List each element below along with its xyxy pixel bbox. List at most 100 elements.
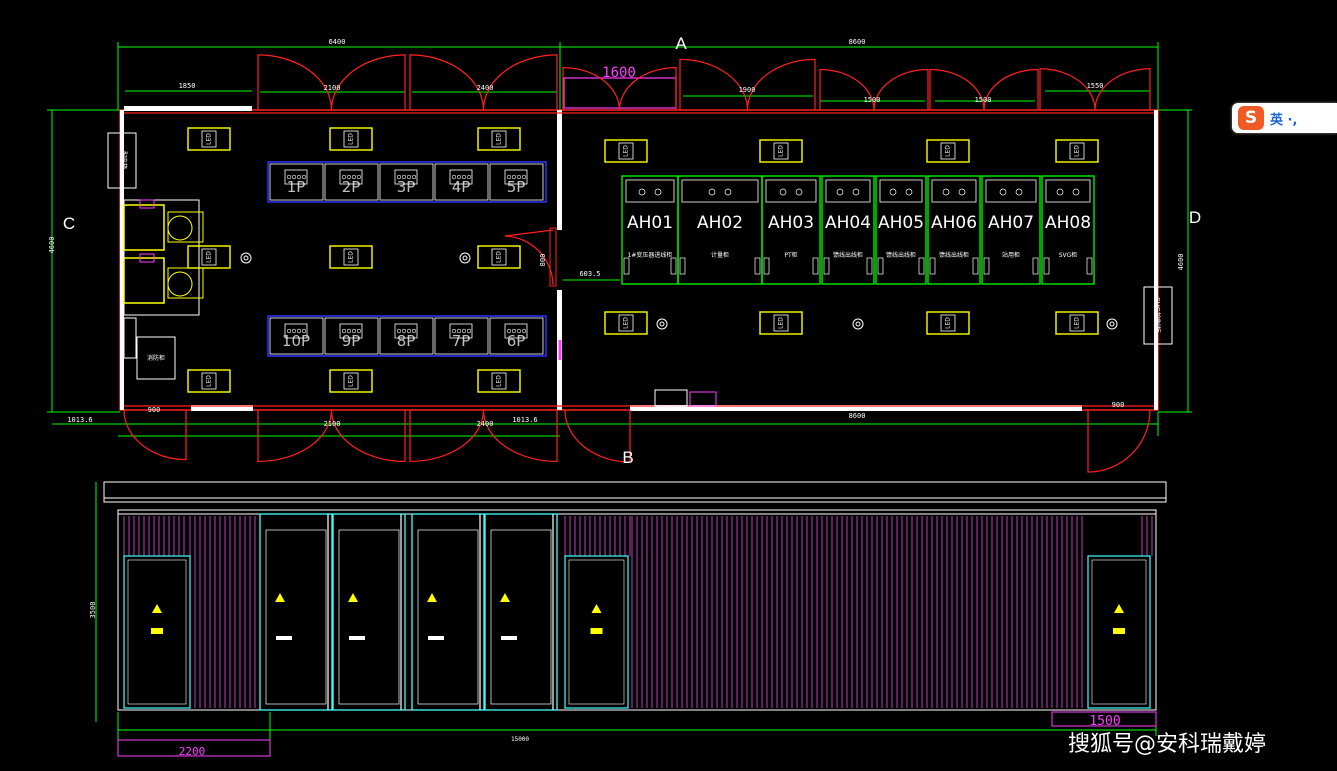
door-bottom-0-b [330, 409, 406, 463]
svg-text:AH05: AH05 [878, 213, 924, 233]
roof-line [103, 481, 1167, 503]
small-box [654, 389, 688, 407]
smoke-detector-core [1109, 321, 1115, 327]
svg-text:馈线出线柜: 馈线出线柜 [939, 251, 969, 259]
dim-bottom-2100: 2100 [324, 420, 341, 428]
pcs-unit: 8P [379, 317, 434, 355]
svg-text:4P: 4P [452, 178, 471, 196]
svg-text:3P: 3P [397, 178, 416, 196]
svg-text:LED: LED [348, 251, 355, 263]
elevation-door-0 [123, 555, 191, 709]
led-fixture: LED [926, 311, 970, 335]
led-fixture: LED [329, 369, 373, 393]
fire-cabinet [136, 336, 176, 380]
ime-mode-text[interactable]: 英 ·, [1270, 112, 1298, 128]
svg-text:LED: LED [623, 317, 630, 329]
ime-toolbar[interactable]: S 英 ·, [1232, 103, 1337, 133]
led-fixture: LED [477, 245, 521, 269]
switchgear-ah07: AH07 站用柜 [981, 175, 1041, 285]
svg-text:AH08: AH08 [1045, 213, 1091, 233]
dim-top-6400: 6400 [329, 38, 346, 46]
led-fixture: LED [759, 311, 803, 335]
svg-text:计量柜: 计量柜 [711, 251, 729, 259]
svg-text:AH02: AH02 [697, 213, 743, 233]
svg-text:AH07: AH07 [988, 213, 1034, 233]
dim-1500b: 1500 [975, 96, 992, 104]
svg-text:站用柜: 站用柜 [1002, 251, 1020, 259]
desk-1 [123, 204, 165, 251]
dim-900-left: 900 [148, 406, 161, 414]
dim-1900: 1900 [739, 86, 756, 94]
door-bottom-0 [257, 409, 333, 463]
dim-box-1500 [1051, 711, 1157, 727]
svg-text:LED: LED [1074, 145, 1081, 157]
desk-tag-1 [139, 199, 155, 209]
door-single-1 [564, 409, 631, 463]
door-top-3-b [746, 58, 816, 111]
wall-socket-box [123, 317, 137, 359]
smoke-detector-icon [1106, 318, 1118, 330]
desk-tag-2 [139, 253, 155, 263]
sogou-logo-icon[interactable]: S [1238, 106, 1264, 130]
cabinet-door-1 [332, 513, 406, 711]
smoke-detector-core [243, 255, 249, 261]
door-top-1-b [482, 54, 558, 111]
door-single-0 [123, 409, 187, 461]
led-fixture: LED [329, 127, 373, 151]
svg-text:LED: LED [206, 251, 213, 263]
svg-text:LED: LED [206, 133, 213, 145]
dim-3500: 3500 [89, 602, 97, 619]
axis-label-d: D [1189, 208, 1201, 227]
left-panel-box [107, 132, 137, 189]
pcs-unit: 9P [324, 317, 379, 355]
partition-door-frame [549, 227, 557, 287]
dim-2400: 2400 [477, 84, 494, 92]
switchgear-ah02: AH02 计量柜 [677, 175, 763, 285]
door-single-2 [1087, 409, 1151, 473]
svg-text:PT柜: PT柜 [784, 251, 797, 259]
door-bottom-1 [409, 409, 485, 463]
door-top-1 [409, 54, 485, 111]
door-top-5-b [983, 68, 1039, 111]
svg-text:LED: LED [348, 133, 355, 145]
led-fixture: LED [759, 139, 803, 163]
dim-1550: 1550 [1087, 82, 1104, 90]
elevation-door-1 [564, 555, 629, 709]
led-fixture: LED [477, 127, 521, 151]
top-doors [257, 54, 1151, 111]
dim-900-right: 900 [1112, 401, 1125, 409]
door-top-2-b [618, 67, 677, 111]
svg-text:AH03: AH03 [768, 213, 814, 233]
svg-text:LED: LED [778, 317, 785, 329]
led-fixture: LED [604, 311, 648, 335]
pcs-unit: 10P [269, 317, 324, 355]
fire-cabinet-label: 消防柜 [147, 354, 165, 362]
smoke-detectors [240, 252, 1118, 330]
dim-bottom-2400: 2400 [477, 420, 494, 428]
door-top-5 [929, 68, 985, 111]
pcs-unit: 3P [379, 163, 434, 201]
chairs [167, 211, 204, 299]
led-fixtures: LED LED LED LED LED LED LED LED LED LED LED LED LED L… [187, 127, 1099, 393]
led-fixture: LED [1055, 139, 1099, 163]
door-top-2 [562, 67, 621, 111]
dim-1013-left: 1013.6 [67, 416, 92, 424]
dim-bottom-8600: 8600 [849, 412, 866, 420]
led-fixture: LED [477, 369, 521, 393]
dim-elev-total: 15000 [511, 736, 529, 743]
pcs-unit: 2P [324, 163, 379, 201]
svg-text:LED: LED [623, 145, 630, 157]
dimension-texts: 6400 8600 1850 2100 2400 1900 1500 1500 … [48, 38, 1185, 428]
svg-text:SVG柜: SVG柜 [1059, 251, 1078, 259]
cabinet-door-0 [259, 513, 333, 711]
desk-2 [123, 257, 165, 304]
dim-box-2200 [117, 739, 271, 757]
door-bottom-1-b [482, 409, 558, 463]
pcs-unit: 4P [434, 163, 489, 201]
dim-2200: 2200 [179, 745, 206, 758]
